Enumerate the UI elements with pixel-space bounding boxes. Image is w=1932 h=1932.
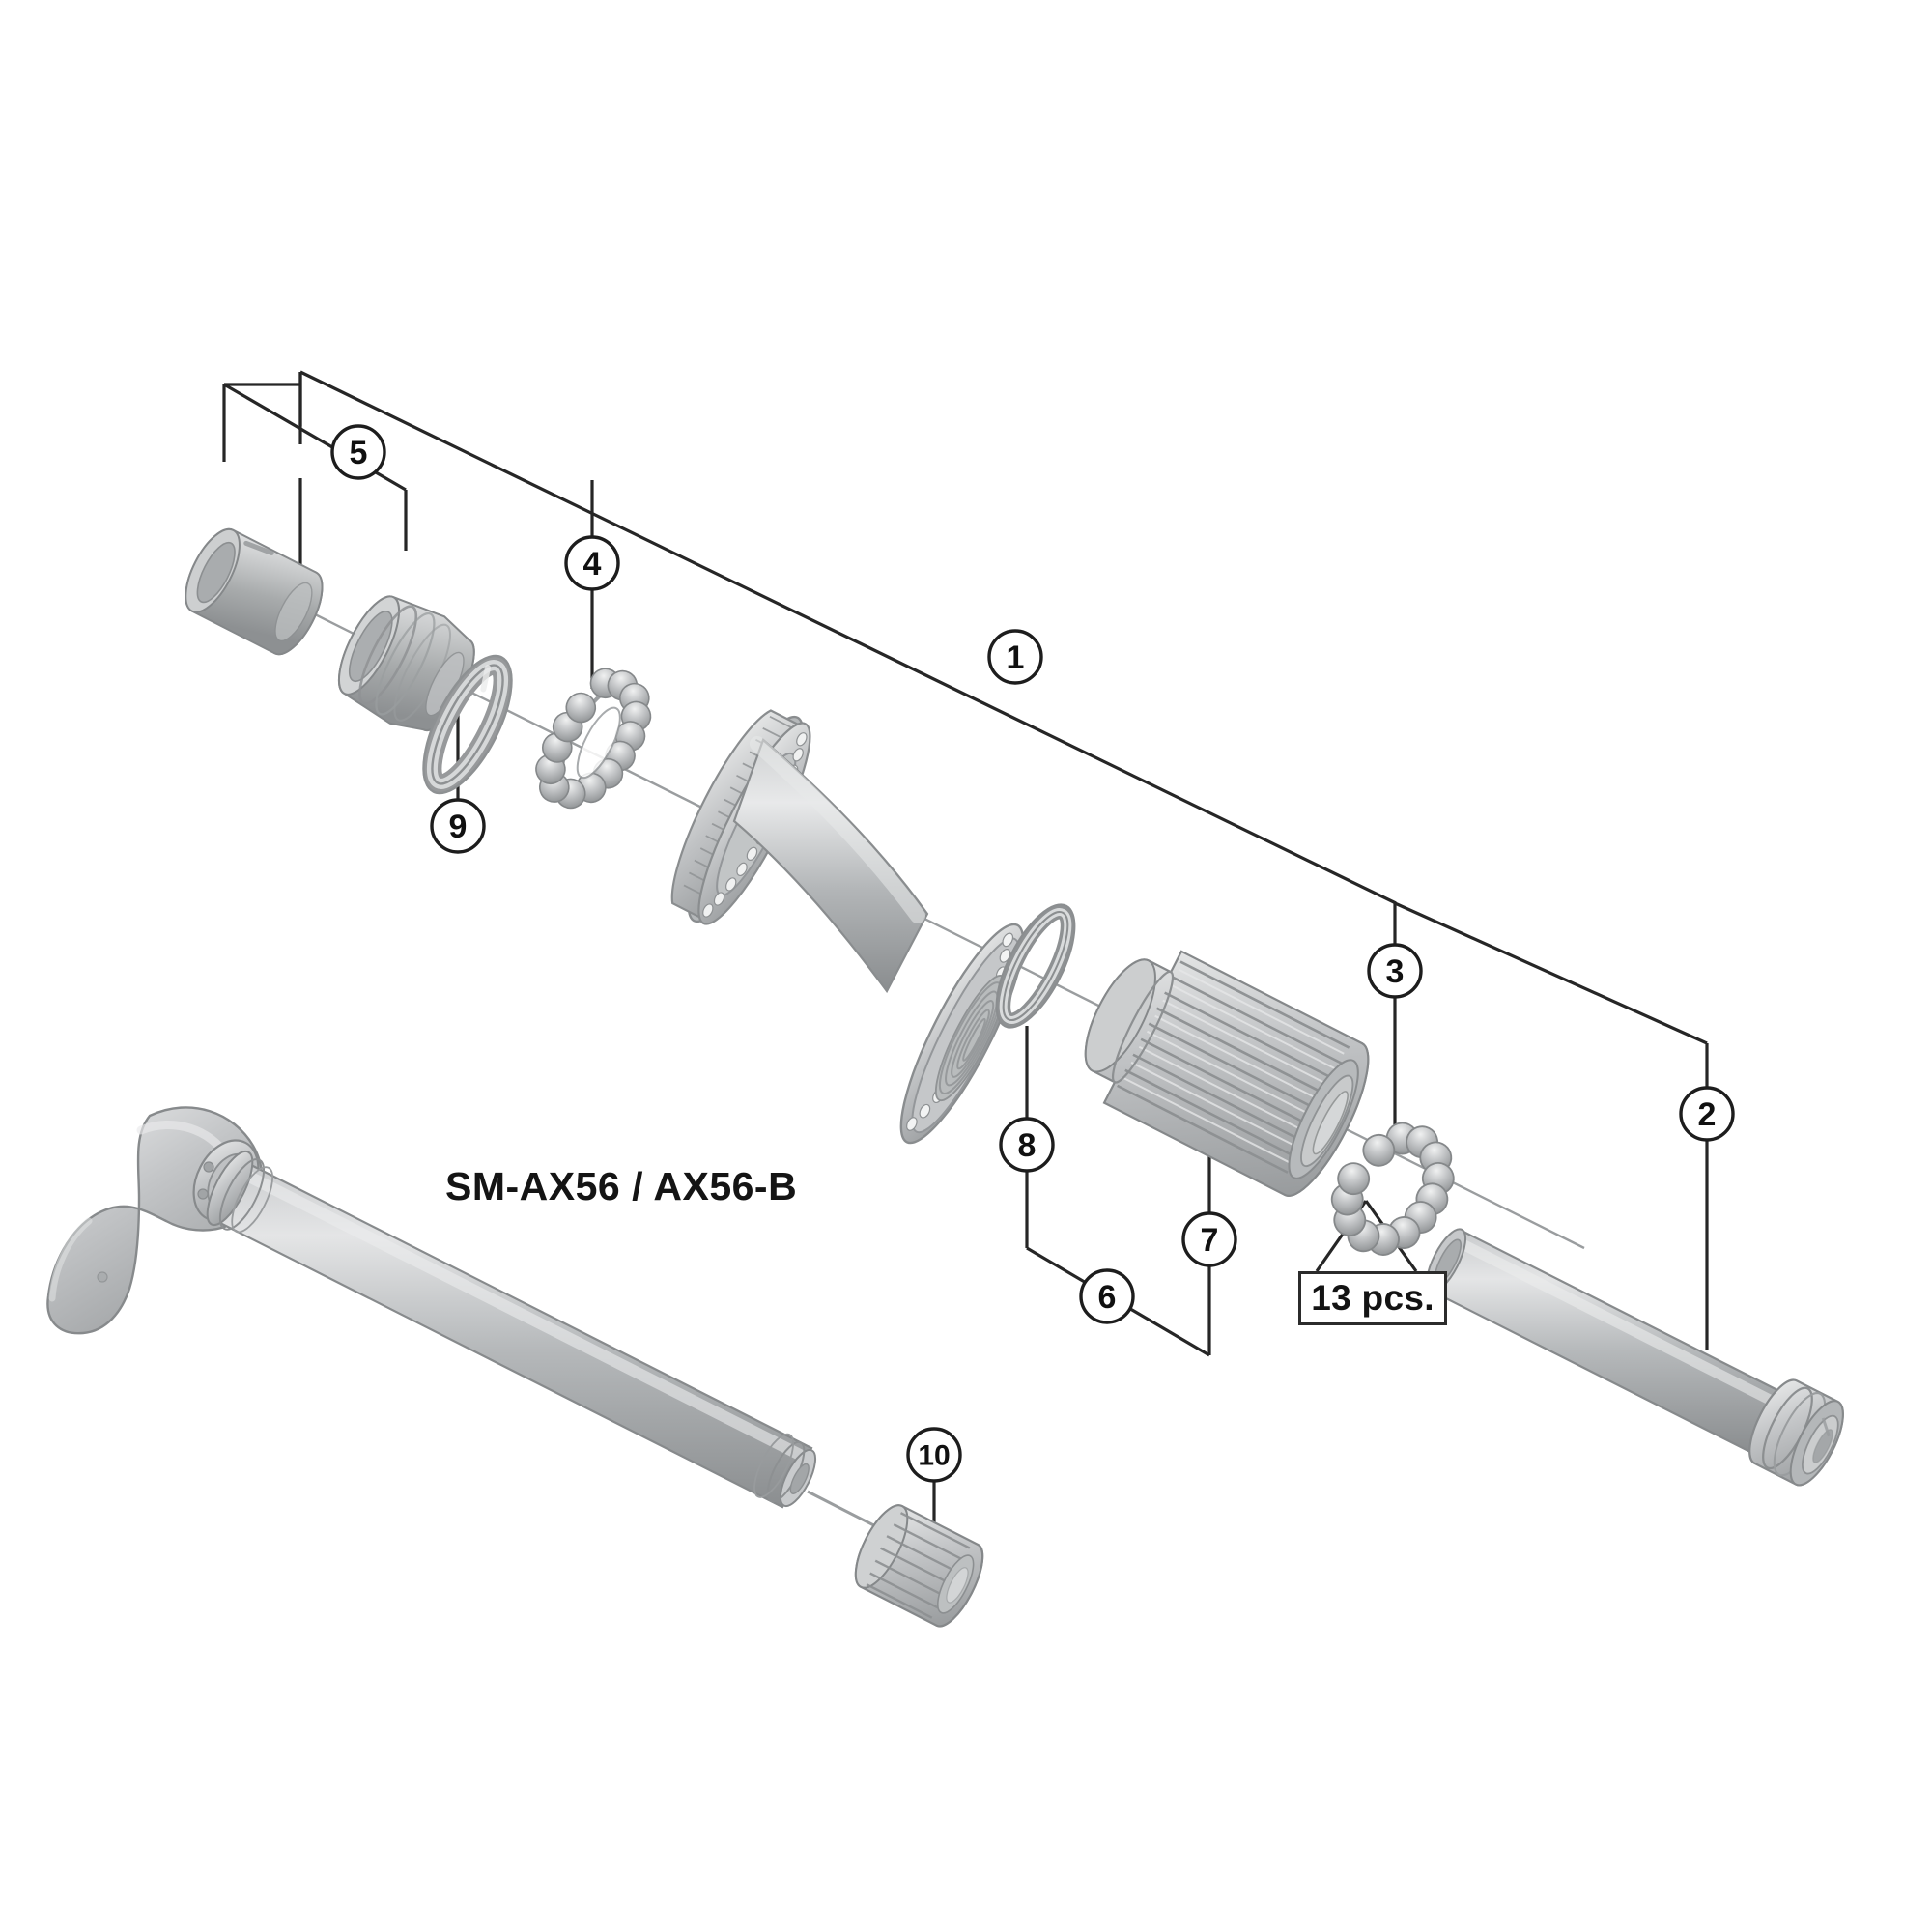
callout-number-7: 7: [1201, 1222, 1219, 1259]
callout-circle-1: [987, 629, 1043, 685]
callout-circle-5: [330, 424, 386, 480]
callout-circle-2: [1679, 1086, 1735, 1142]
callout-4: 4: [564, 535, 620, 591]
callout-1: 1: [987, 629, 1043, 685]
part-left-cone-seal: [337, 595, 475, 732]
callout-8: 8: [999, 1117, 1055, 1173]
callout-7: 7: [1181, 1211, 1237, 1267]
page-title: SM-AX56 / AX56-B: [445, 1164, 798, 1208]
callout-circle-8: [999, 1117, 1055, 1173]
callout-number-2: 2: [1698, 1096, 1717, 1133]
callout-circle-6: [1079, 1268, 1135, 1324]
callout-number-4: 4: [583, 546, 602, 582]
callout-10: 10: [906, 1427, 962, 1483]
pcs-quantity-label: 13 pcs.: [1298, 1271, 1447, 1325]
part-washer-ring: [422, 654, 513, 795]
part-ball-retainer: [535, 668, 652, 810]
callout-number-9: 9: [449, 809, 468, 845]
leader-line-1-bracket: [299, 370, 1397, 905]
callout-5: 5: [330, 424, 386, 480]
part-o-ring-seal: [995, 903, 1076, 1029]
leader-lines: [222, 370, 1709, 1542]
part-adjusting-nut: [854, 1504, 984, 1628]
callout-circle-10: [906, 1427, 962, 1483]
callout-number-3: 3: [1386, 953, 1405, 990]
callout-circle-4: [564, 535, 620, 591]
callout-3: 3: [1367, 943, 1423, 999]
part-loose-ball-bearings: [1330, 1122, 1455, 1256]
callout-circle-3: [1367, 943, 1423, 999]
callout-number-6: 6: [1098, 1279, 1117, 1316]
callout-number-5: 5: [350, 435, 368, 471]
callout-number-1: 1: [1007, 639, 1025, 676]
callout-number-10: 10: [918, 1440, 950, 1472]
part-hub-axle: [1425, 1228, 1844, 1487]
leader-line-2-diag: [1394, 901, 1708, 1045]
callout-markers: 1 2 3 4 5 6 7 8 9 10: [330, 424, 1735, 1483]
callout-6: 6: [1079, 1268, 1135, 1324]
callout-9: 9: [430, 798, 486, 854]
part-left-end-cap: [185, 527, 324, 656]
part-quick-release-assembly: [46, 1106, 984, 1628]
callout-circle-7: [1181, 1211, 1237, 1267]
callout-circle-9: [430, 798, 486, 854]
callout-number-8: 8: [1018, 1127, 1037, 1164]
part-hub-shell: [670, 709, 1025, 1145]
part-freehub-body: [1084, 950, 1370, 1197]
callout-2: 2: [1679, 1086, 1735, 1142]
